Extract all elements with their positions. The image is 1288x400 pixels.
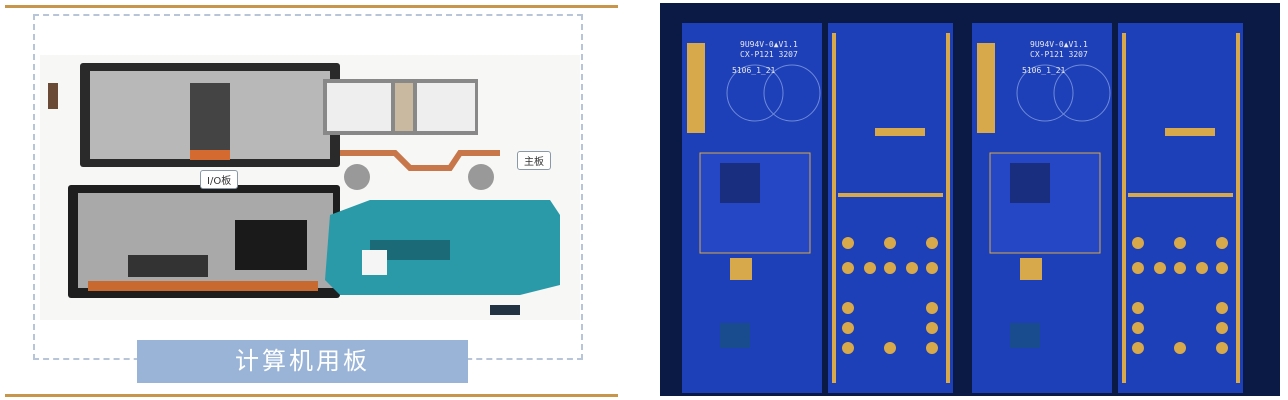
silk-line-3: 5106_1_21 bbox=[732, 66, 776, 75]
bottom-rule bbox=[5, 394, 618, 397]
teardown-photo bbox=[40, 55, 580, 320]
main-board-callout: 主板 bbox=[517, 151, 551, 170]
silk-line-1: 9U94V-0▲V1.1 bbox=[740, 40, 798, 49]
caption-label: 计算机用板 bbox=[137, 340, 468, 383]
top-rule bbox=[5, 5, 618, 8]
gold-pads bbox=[842, 237, 938, 354]
io-board-callout: I/O板 bbox=[200, 170, 239, 189]
computer-board-slide: I/O板 主板 计算机用板 bbox=[0, 0, 625, 400]
silk-line-3b: 5106_1_21 bbox=[1022, 66, 1066, 75]
silk-line-2b: CX-P121 3207 bbox=[1030, 50, 1088, 59]
silk-line-2: CX-P121 3207 bbox=[740, 50, 798, 59]
pcb-photo: 9U94V-0▲V1.1 CX-P121 3207 5106_1_21 9U94… bbox=[660, 3, 1280, 396]
silk-line-1b: 9U94V-0▲V1.1 bbox=[1030, 40, 1088, 49]
